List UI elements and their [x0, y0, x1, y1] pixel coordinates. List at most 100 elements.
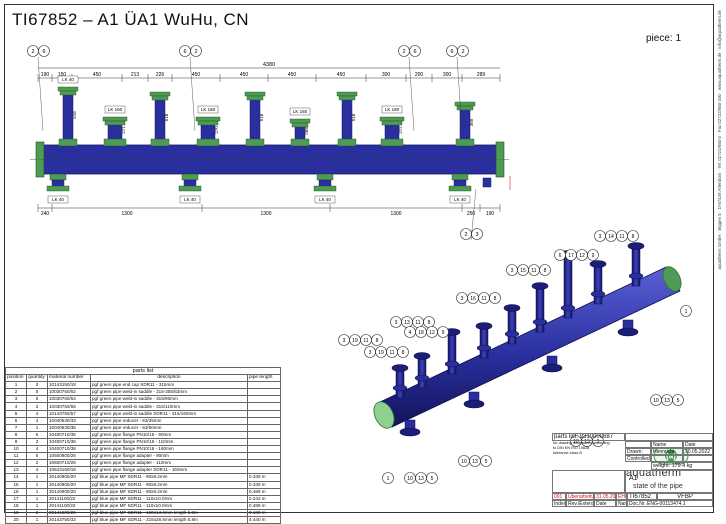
cell-position: 1 — [5, 381, 27, 390]
weld-in-saddle — [245, 138, 265, 147]
weld-in-saddle — [290, 138, 310, 147]
cell-pipe-length — [247, 381, 281, 390]
balloon-number: 17 — [568, 253, 574, 259]
dim-segment-label: 450 — [240, 72, 249, 78]
cell-pipe-length — [247, 388, 281, 397]
cell-material-number: 10143750/57 — [47, 409, 91, 418]
iso-position-balloon: 5 — [426, 472, 438, 484]
balloon-number: 12 — [429, 330, 435, 336]
cell-material-number: 10143150/18 — [47, 381, 91, 390]
balloon-number: 5 — [485, 459, 488, 465]
leader-line — [470, 188, 477, 240]
dim-segment-label: 226 — [156, 72, 165, 78]
tb-controlled-name — [651, 455, 683, 462]
cell-material-number: 20140900/20 — [47, 480, 91, 489]
lk-label: LK 40 — [62, 77, 74, 82]
lk-box — [381, 105, 403, 114]
branch-outlet: 360 — [454, 101, 476, 147]
iso-bottom-outlet — [399, 419, 421, 437]
iso-saddle — [628, 272, 644, 280]
tb-name-label: Name — [616, 500, 627, 507]
branch-height-label: 518 — [351, 113, 356, 121]
balloon-number: 13 — [664, 398, 670, 404]
iso-position-balloon: 19 — [349, 334, 361, 346]
cell-description: pgf blue pipe MF SDR11 - 110x10.0mm — [90, 494, 248, 503]
bottom-outlet: LK 40 — [313, 173, 337, 204]
iso-bottom-outlet — [463, 391, 485, 409]
balloon-number: 8 — [544, 268, 547, 274]
tb-rev-index: 001 — [552, 493, 566, 500]
cell-material-number: 10030750/52 — [47, 388, 91, 397]
tb-drawn-date: 30.05.2022 — [683, 448, 713, 455]
dim-segment-label: 1300 — [260, 211, 271, 217]
tb-rev-date: 31.05.2022 — [594, 493, 616, 500]
iso-branch — [531, 282, 549, 333]
dim-segment-label: 450 — [192, 72, 201, 78]
tb-blank-h — [625, 441, 651, 448]
cell-material-number: 10543160/18 — [47, 466, 91, 475]
iso-position-balloon: 11 — [616, 230, 628, 242]
cell-position: 11 — [5, 452, 27, 461]
cell-pipe-length: 0.488 m — [247, 501, 281, 510]
cell-pipe-length — [247, 445, 281, 454]
balloon-number: 11 — [481, 296, 486, 302]
cell-position: 13 — [5, 466, 27, 475]
dim-segment-label: 240 — [41, 211, 50, 217]
title-block: parts list: 9310000687 for drawing dimen… — [552, 433, 713, 513]
iso-flange — [391, 364, 409, 372]
cell-description: pgf green pipe end cap SDR11 - 315mm — [90, 381, 248, 390]
position-balloon: 2 — [190, 45, 202, 57]
tb-format: VFBP — [657, 493, 713, 500]
tb-note3: tolerance class B — [553, 451, 582, 455]
tb-blank-top — [625, 433, 713, 441]
balloon-number: 8 — [376, 338, 379, 344]
iso-position-balloon: 11 — [412, 316, 424, 328]
tb-rev-name: EHE — [616, 493, 627, 500]
balloon-number: 13 — [472, 459, 478, 465]
lk-box — [179, 195, 201, 204]
lk-box — [104, 105, 126, 114]
tb-note1: for drawing dimensions according — [553, 441, 610, 445]
col-material-number: material number — [47, 374, 91, 383]
tb-date-label: Date — [594, 500, 616, 507]
balloon-number: 11 — [389, 350, 394, 356]
weld-in-saddle — [150, 138, 170, 147]
iso-position-balloon: 3 — [390, 316, 402, 328]
tb-col-name: Name — [651, 441, 683, 448]
branch-height-label: 518 — [72, 111, 77, 119]
iso-position-balloon: 3 — [338, 334, 350, 346]
cell-quantity: 5 — [26, 388, 48, 397]
iso-flange — [617, 327, 639, 337]
balloon-number: 11 — [531, 268, 536, 274]
weld-in-saddle — [58, 138, 78, 147]
cell-pipe-length — [247, 452, 281, 461]
iso-position-balloon: 11 — [386, 346, 398, 358]
iso-branch — [475, 322, 493, 359]
balloon-number: 16 — [470, 296, 476, 302]
tb-blank-left — [552, 470, 625, 493]
weld-in-saddle — [380, 138, 404, 147]
cell-position: 16 — [5, 487, 27, 496]
bottom-outlet: LK 40 — [46, 173, 70, 204]
cell-position: 4 — [5, 402, 27, 411]
weld-in-saddle — [196, 138, 220, 147]
iso-saddle — [476, 344, 492, 352]
lk-box — [449, 195, 471, 204]
lk-label: LK 160 — [293, 109, 308, 114]
iso-position-balloon: 10 — [650, 394, 662, 406]
flange-adapter — [197, 120, 219, 126]
iso-saddle — [414, 374, 430, 382]
cell-quantity: 1 — [26, 480, 48, 489]
iso-position-balloon: 3 — [364, 346, 376, 358]
iso-bottom-outlet — [541, 355, 563, 373]
cell-material-number: 20141600/26 — [47, 508, 91, 517]
